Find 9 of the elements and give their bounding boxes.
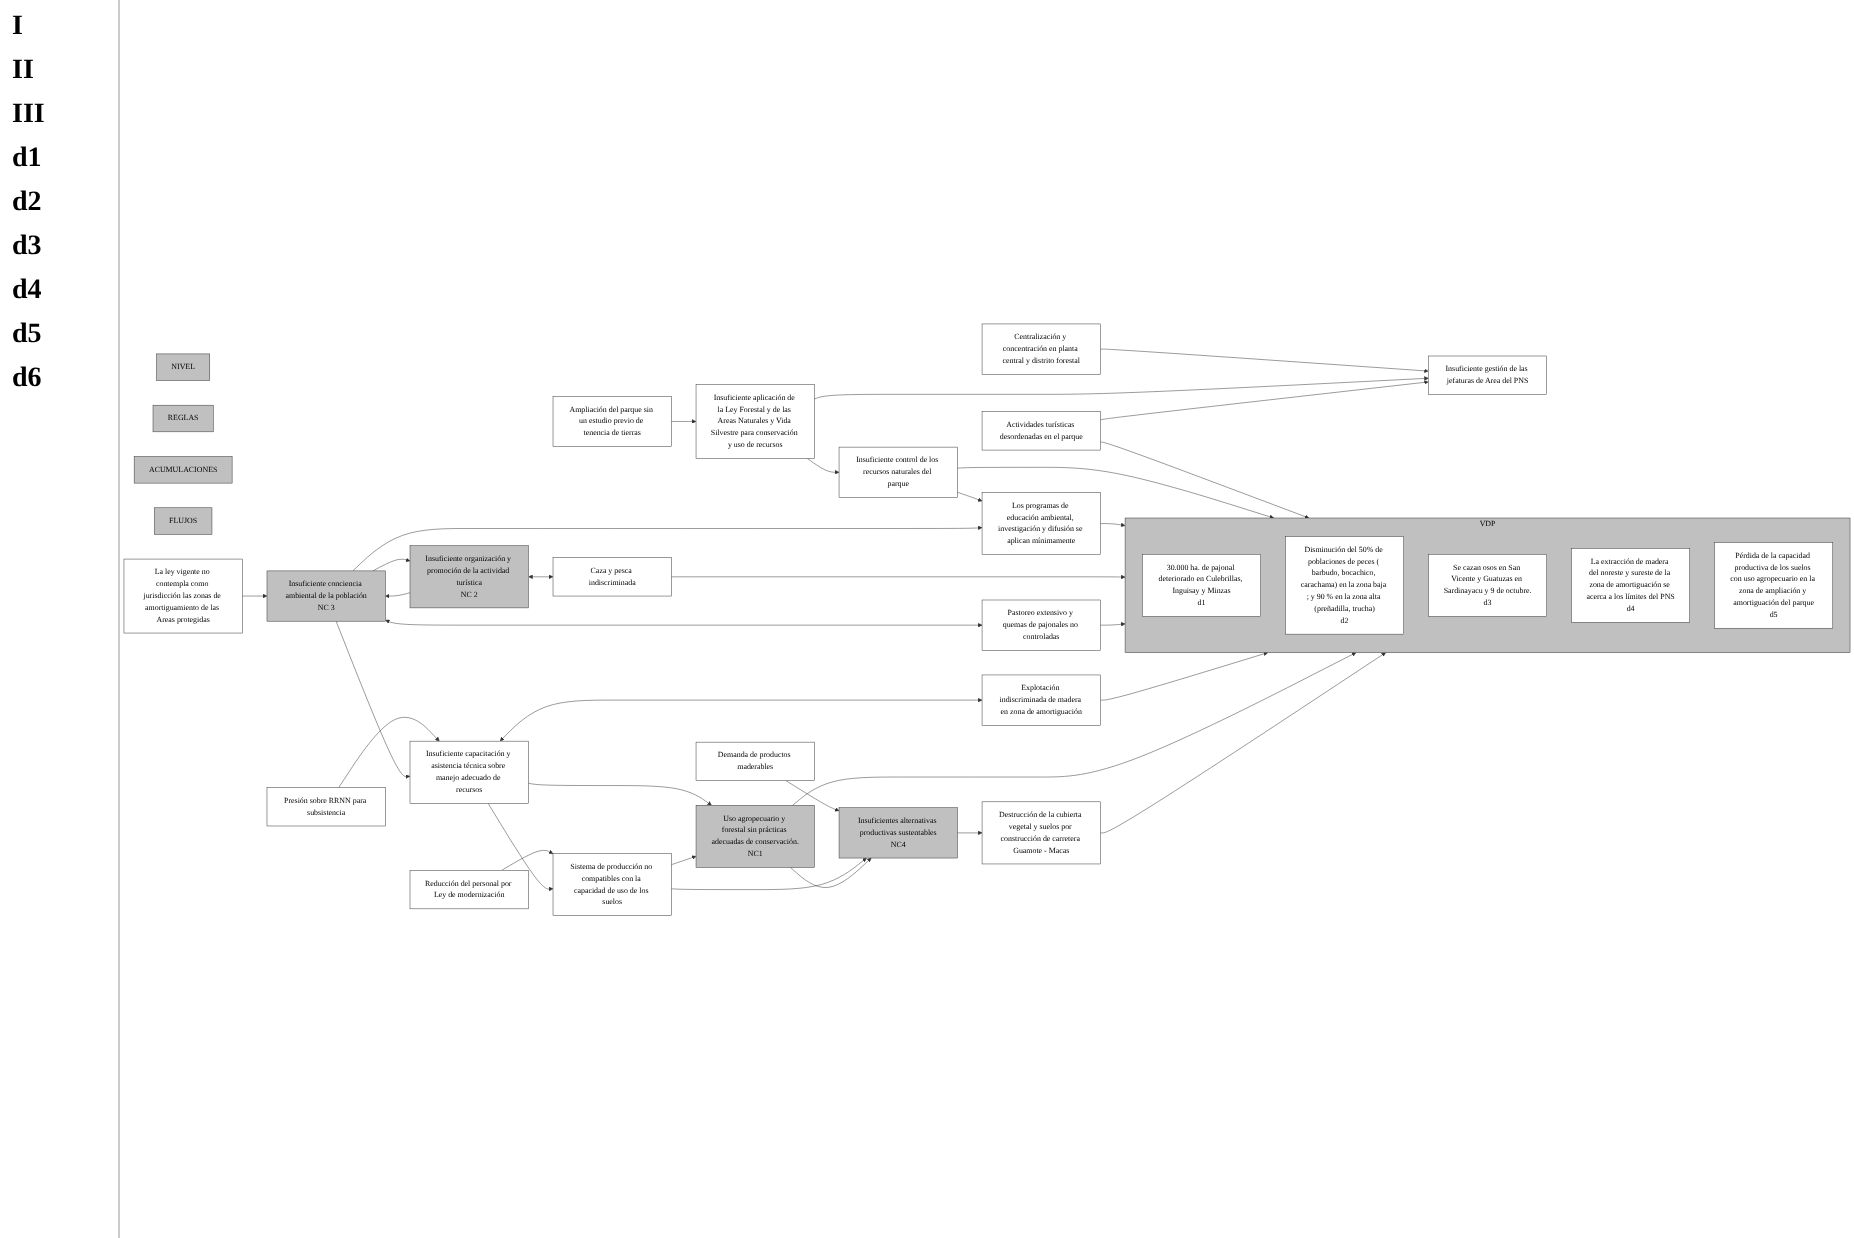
level-label: d3	[12, 232, 44, 264]
level-label: d4	[12, 276, 44, 308]
level-label: d5	[12, 320, 44, 352]
level-label: d6	[12, 364, 44, 396]
level-label: d2	[12, 188, 44, 220]
level-label: II	[12, 56, 36, 88]
level-label: III	[12, 100, 47, 132]
level-label: d1	[12, 144, 44, 176]
level-label: I	[12, 12, 25, 44]
